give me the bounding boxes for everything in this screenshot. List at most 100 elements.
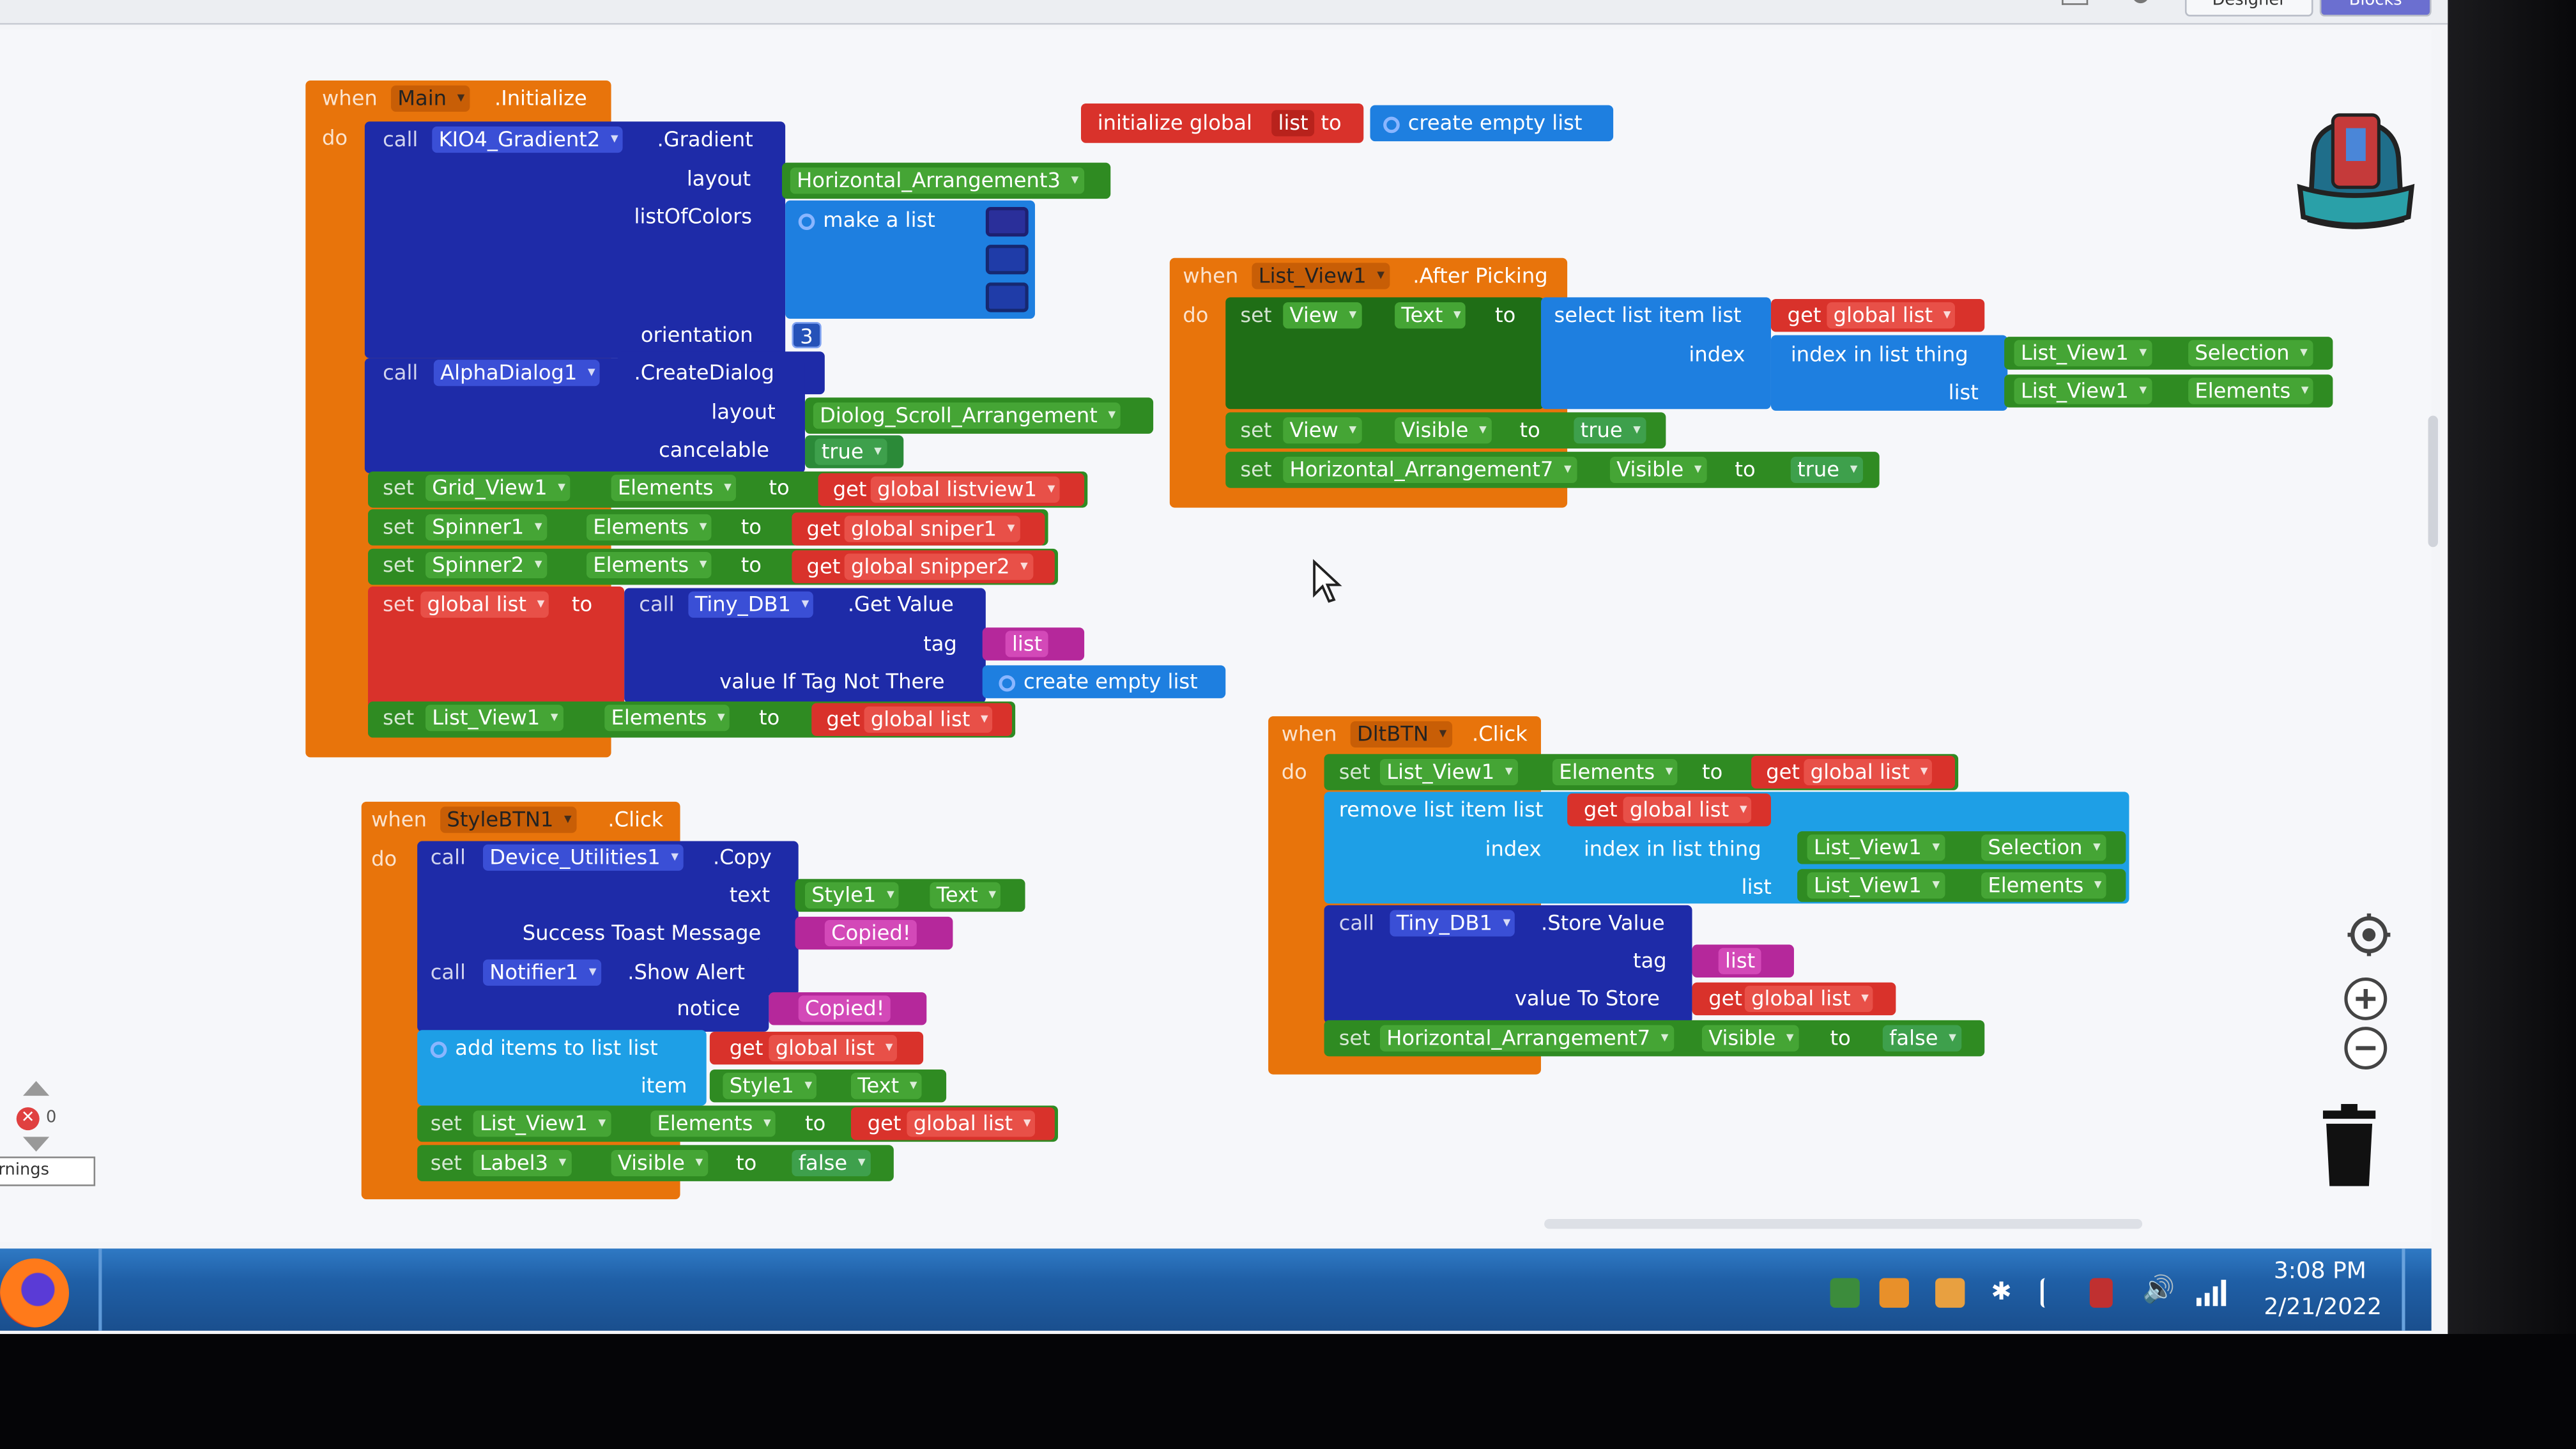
component-dropdown[interactable]: Tiny_DB1	[688, 591, 815, 618]
variable-dropdown[interactable]: global listview1	[870, 476, 1061, 503]
component-dropdown[interactable]: Style1	[804, 882, 900, 908]
variable-dropdown[interactable]: global snipper2	[844, 553, 1033, 580]
global-name-field[interactable]: list	[1271, 110, 1315, 137]
component-dropdown[interactable]: List_View1	[1252, 263, 1390, 289]
component-dropdown[interactable]: List_View1	[425, 705, 564, 732]
boolean-dropdown[interactable]: false	[792, 1149, 871, 1177]
set-view-text-block[interactable]	[1225, 297, 1545, 410]
firefox-icon[interactable]	[0, 1258, 69, 1328]
backpack-icon[interactable]	[2290, 102, 2425, 233]
vertical-scrollbar[interactable]	[2428, 415, 2438, 548]
show-desktop-button[interactable]	[2402, 1248, 2405, 1331]
variable-dropdown[interactable]: global list	[907, 1110, 1036, 1137]
create-empty-list-block[interactable]	[1370, 105, 1614, 142]
component-dropdown[interactable]: Device_Utilities1	[482, 844, 684, 871]
component-dropdown[interactable]: View	[1283, 302, 1361, 329]
property-dropdown[interactable]: Selection	[2188, 340, 2313, 367]
battery-icon[interactable]	[2089, 1278, 2113, 1308]
color-swatch[interactable]	[985, 245, 1029, 275]
initialize-global-block[interactable]	[1080, 103, 1364, 143]
clock-date[interactable]: 2/21/2022	[2264, 1294, 2382, 1321]
component-dropdown[interactable]: List_View1	[1807, 872, 1945, 899]
property-dropdown[interactable]: Elements	[604, 705, 730, 732]
property-dropdown[interactable]: Text	[930, 882, 1001, 908]
property-dropdown[interactable]: Elements	[1552, 758, 1678, 786]
tray-app-icon[interactable]	[1830, 1278, 1860, 1308]
property-dropdown[interactable]: Visible	[1701, 1025, 1799, 1052]
component-dropdown[interactable]: Label3	[473, 1149, 572, 1177]
property-dropdown[interactable]: Visible	[611, 1149, 708, 1177]
property-dropdown[interactable]: Text	[1395, 302, 1466, 329]
select-list-item-block[interactable]	[1540, 297, 1771, 410]
variable-dropdown[interactable]: global list	[769, 1034, 898, 1062]
component-dropdown[interactable]: DltBTN	[1350, 721, 1452, 747]
gear-icon[interactable]	[430, 1040, 447, 1057]
blocks-workspace[interactable]: when Main .Initialize do call KIO4_Gradi…	[0, 29, 2438, 1242]
component-dropdown[interactable]: KIO4_Gradient2	[432, 126, 624, 153]
component-dropdown[interactable]: Style1	[723, 1073, 817, 1100]
warning-up-icon[interactable]	[22, 1080, 50, 1096]
index-in-list-block[interactable]	[1770, 335, 2008, 411]
action-center-icon[interactable]	[2040, 1278, 2064, 1308]
property-dropdown[interactable]: Elements	[586, 551, 712, 579]
component-dropdown[interactable]: Horizontal_Arrangement7	[1379, 1025, 1674, 1052]
component-dropdown[interactable]: Horizontal_Arrangement7	[1283, 456, 1577, 483]
gear-icon[interactable]	[999, 674, 1016, 691]
variable-dropdown[interactable]: global list	[1804, 758, 1933, 786]
property-dropdown[interactable]: Visible	[1609, 456, 1707, 483]
tray-app-icon[interactable]	[1879, 1278, 1909, 1308]
warnings-indicator[interactable]: ✕ 0 rnings	[0, 1080, 96, 1196]
gear-icon[interactable]	[798, 212, 815, 229]
target-icon[interactable]	[2346, 912, 2392, 958]
component-dropdown[interactable]: Spinner2	[425, 551, 548, 579]
component-dropdown[interactable]: List_View1	[2014, 340, 2152, 367]
variable-dropdown[interactable]: global list	[1744, 985, 1874, 1012]
variable-dropdown[interactable]: global list	[1623, 797, 1752, 824]
property-dropdown[interactable]: Elements	[650, 1110, 776, 1137]
bluetooth-icon[interactable]: ✱	[1991, 1276, 2012, 1307]
property-dropdown[interactable]: Text	[850, 1073, 923, 1100]
text-value[interactable]: Copied!	[824, 919, 917, 947]
color-swatch[interactable]	[985, 282, 1029, 312]
boolean-dropdown[interactable]: true	[1574, 417, 1646, 444]
property-dropdown[interactable]: Elements	[1981, 872, 2107, 899]
component-dropdown[interactable]: List_View1	[2014, 378, 2152, 404]
component-dropdown[interactable]: Main	[390, 85, 470, 112]
color-swatch[interactable]	[985, 206, 1029, 237]
component-dropdown[interactable]: Spinner1	[425, 514, 548, 540]
call-gradient-block[interactable]	[364, 121, 786, 358]
component-dropdown[interactable]: AlphaDialog1	[433, 360, 601, 387]
component-dropdown[interactable]: List_View1	[1807, 834, 1945, 861]
text-value[interactable]: Copied!	[798, 995, 891, 1022]
property-dropdown[interactable]: Visible	[1395, 417, 1492, 444]
trash-icon[interactable]	[2320, 1103, 2382, 1190]
tray-app-icon[interactable]	[1935, 1278, 1965, 1308]
property-dropdown[interactable]: Elements	[2188, 378, 2314, 404]
designer-button[interactable]: Designer	[2184, 0, 2313, 17]
property-dropdown[interactable]: Selection	[1981, 834, 2106, 861]
component-dropdown[interactable]: Diolog_Scroll_Arrangement	[813, 402, 1121, 429]
blocks-button[interactable]: Blocks	[2319, 0, 2432, 17]
volume-icon[interactable]: 🔊	[2142, 1273, 2175, 1305]
component-dropdown[interactable]: List_View1	[473, 1110, 611, 1137]
create-empty-list-block[interactable]	[982, 665, 1226, 698]
property-dropdown[interactable]: Elements	[611, 475, 737, 502]
boolean-dropdown[interactable]: true	[815, 438, 887, 465]
clock-time[interactable]: 3:08 PM	[2273, 1258, 2366, 1285]
property-dropdown[interactable]: Elements	[586, 514, 712, 540]
warnings-toggle-button[interactable]: rnings	[0, 1156, 96, 1186]
number-block[interactable]: 3	[792, 321, 822, 349]
component-dropdown[interactable]: Tiny_DB1	[1390, 910, 1515, 937]
undo-icon[interactable]	[2062, 0, 2089, 5]
text-value[interactable]: list	[1718, 947, 1762, 974]
component-dropdown[interactable]: Notifier1	[482, 959, 602, 986]
variable-dropdown[interactable]: global sniper1	[844, 516, 1020, 542]
component-dropdown[interactable]: List_View1	[1379, 758, 1518, 786]
variable-dropdown[interactable]: global list	[420, 591, 550, 618]
component-dropdown[interactable]: StyleBTN1	[440, 806, 577, 833]
component-dropdown[interactable]: Horizontal_Arrangement3	[790, 167, 1084, 194]
component-dropdown[interactable]: View	[1283, 417, 1361, 444]
warning-down-icon[interactable]	[22, 1137, 50, 1152]
boolean-dropdown[interactable]: true	[1790, 456, 1863, 483]
settings-icon[interactable]	[2132, 0, 2149, 4]
